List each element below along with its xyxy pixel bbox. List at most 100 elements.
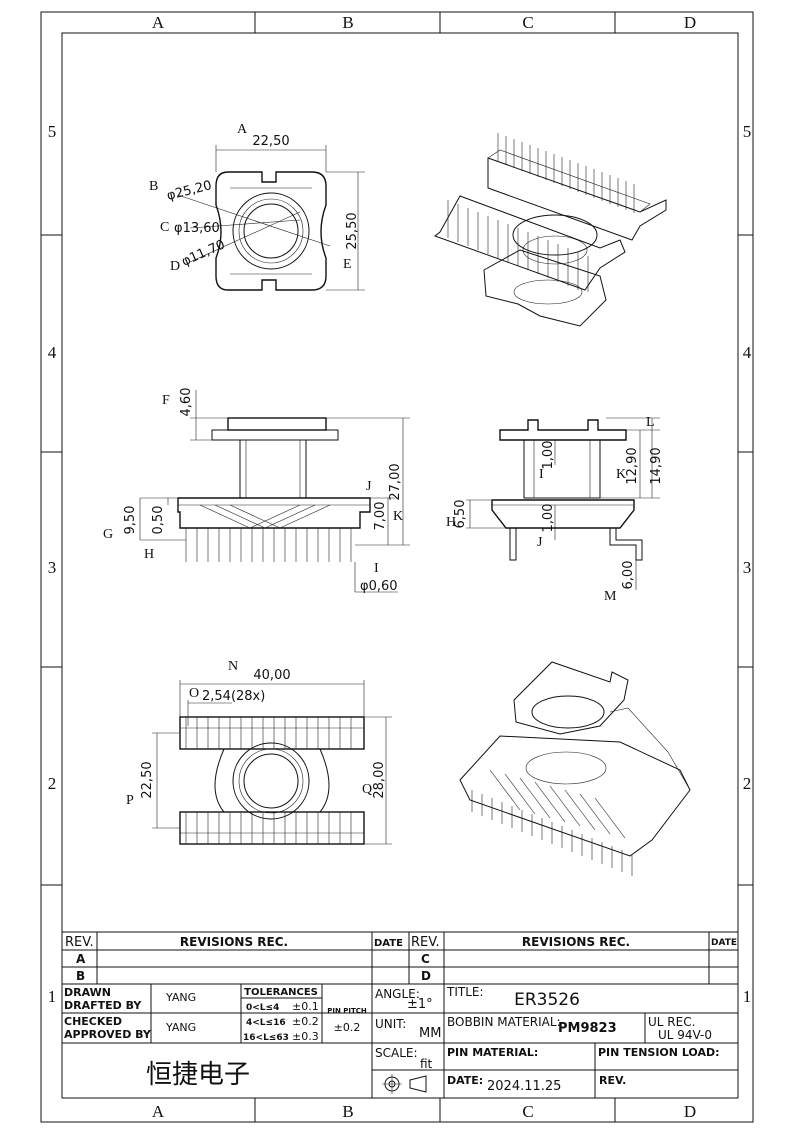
top-view: [177, 145, 365, 291]
revisions-rec-header-2: REVISIONS REC.: [522, 935, 630, 949]
label-g: G: [103, 527, 113, 542]
revisions-rec-header: REVISIONS REC.: [180, 935, 288, 949]
zone-right-3: 3: [743, 558, 752, 577]
label-h: H: [144, 547, 154, 562]
zone-right-5: 5: [743, 122, 752, 141]
dim-q: 28,00: [372, 761, 387, 798]
label-c: C: [160, 220, 169, 235]
iso-view-bottom: [459, 661, 691, 876]
ul-rec-label: UL REC.: [648, 1015, 695, 1029]
iso-view-top: [433, 133, 667, 327]
dim-e: 25,50: [345, 212, 360, 249]
dim-b: φ25,20: [165, 178, 213, 204]
bobbin-material-value: PM9823: [558, 1021, 617, 1036]
zone-left-1: 1: [48, 987, 57, 1006]
front-view: [139, 390, 410, 593]
unit-val: MM: [419, 1026, 441, 1041]
label-f: F: [162, 393, 170, 408]
tol-1-range: 0<L≤4: [246, 1003, 279, 1013]
dim-c: φ13,60: [174, 221, 220, 236]
date-header-2: DATE: [711, 938, 737, 948]
rev-label: REV.: [599, 1074, 626, 1087]
angle-val: ±1°: [407, 997, 433, 1012]
label-a: A: [237, 122, 248, 137]
zone-top-b: B: [342, 13, 353, 32]
angle-label: ANGLE:: [375, 987, 420, 1001]
bottom-view: [152, 680, 392, 845]
ul-rec-value: UL 94V-0: [658, 1028, 712, 1042]
title-label: TITLE:: [446, 985, 484, 999]
approved-by-label: APPROVED BY: [64, 1028, 152, 1041]
rev-row-b: B: [76, 969, 85, 983]
label-d: D: [170, 259, 180, 274]
tol-1-val: ±0.1: [292, 1000, 319, 1013]
zone-top-a: A: [152, 13, 165, 32]
date-value: 2024.11.25: [487, 1079, 561, 1094]
label-k: K: [393, 509, 403, 524]
pin-material-label: PIN MATERIAL:: [447, 1046, 538, 1059]
scale-val: fit: [420, 1057, 433, 1071]
rev-header: REV.: [65, 935, 94, 950]
label-q: Q: [362, 782, 372, 797]
zone-ticks: [41, 12, 753, 1122]
projection-symbol-icon: [382, 1074, 427, 1094]
zone-left-5: 5: [48, 122, 57, 141]
dim-g: 9,50: [123, 506, 138, 535]
dim-k: 7,00: [373, 502, 388, 531]
zone-right-4: 4: [743, 343, 752, 362]
title-block-lines: [61, 931, 739, 1099]
dim-f: 4,60: [179, 388, 194, 417]
title-value: ER3526: [514, 990, 580, 1010]
dim-n: 40,00: [253, 668, 290, 683]
dim-i: φ0,60: [360, 579, 398, 594]
zone-right-2: 2: [743, 774, 752, 793]
tolerances-header: TOLERANCES: [244, 987, 318, 998]
company-name: 恒捷电子: [146, 1060, 250, 1090]
pin-tension-label: PIN TENSION LOAD:: [598, 1046, 720, 1059]
rev-row-a: A: [76, 952, 86, 966]
checked-label: CHECKED: [64, 1015, 122, 1028]
drawn-label: DRAWN: [64, 986, 111, 999]
drafted-name: YANG: [165, 991, 196, 1004]
side-label-k: K: [616, 467, 626, 482]
zone-top-d: D: [684, 13, 696, 32]
date-label: DATE:: [447, 1074, 483, 1087]
label-o: O: [189, 686, 199, 701]
bobbin-material-label: BOBBIN MATERIAL:: [447, 1015, 561, 1029]
dim-p: 22,50: [140, 761, 155, 798]
tol-2-val: ±0.2: [292, 1015, 319, 1028]
scale-label: SCALE:: [375, 1046, 418, 1060]
side-dim-j: 1,00: [541, 504, 556, 533]
zone-bottom-c: C: [522, 1102, 533, 1121]
label-b: B: [149, 179, 158, 194]
unit-label: UNIT:: [375, 1017, 406, 1031]
dim-d: φ11,70: [180, 237, 228, 269]
label-n: N: [228, 659, 238, 674]
side-dim-k1: 12,90: [625, 447, 640, 484]
side-dim-h: 6,50: [453, 500, 468, 529]
side-label-m: M: [604, 589, 617, 604]
side-label-j: J: [537, 535, 543, 550]
zone-left-2: 2: [48, 774, 57, 793]
label-i: I: [374, 561, 379, 576]
zone-bottom-d: D: [684, 1102, 696, 1121]
tol-3-range: 16<L≤63: [243, 1033, 289, 1043]
rev-row-c: C: [421, 952, 430, 966]
tol-2-range: 4<L≤16: [246, 1018, 286, 1028]
side-dim-k2: 14,90: [649, 447, 664, 484]
rev-header-2: REV.: [411, 935, 440, 950]
outer-border: [40, 11, 754, 1123]
label-j: J: [366, 479, 372, 494]
dim-a: 22,50: [252, 134, 289, 149]
zone-left-4: 4: [48, 343, 57, 362]
side-label-l: L: [646, 415, 655, 430]
date-header: DATE: [374, 938, 403, 949]
side-dim-i: 1,00: [541, 441, 556, 470]
approved-name: YANG: [165, 1021, 196, 1034]
label-e: E: [343, 257, 352, 272]
label-p: P: [126, 793, 134, 808]
zone-bottom-b: B: [342, 1102, 353, 1121]
dim-j: 27,00: [388, 463, 403, 500]
side-dim-m: 6,00: [621, 561, 636, 590]
